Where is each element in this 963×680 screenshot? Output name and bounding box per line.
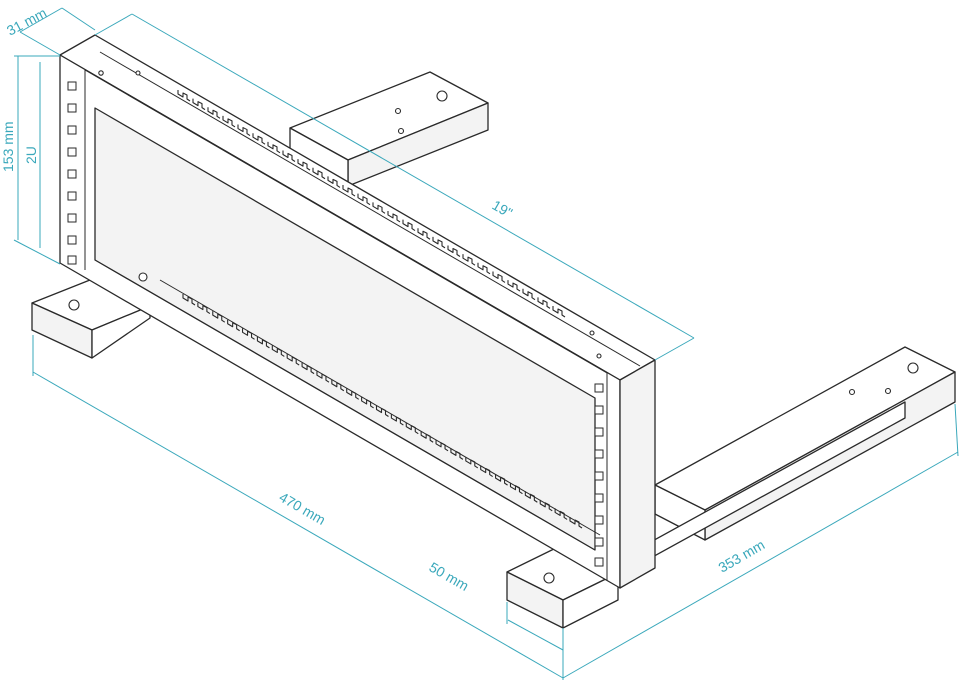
rail-slot <box>197 302 211 315</box>
foot-hole <box>397 127 405 135</box>
rail-slot <box>192 98 206 111</box>
rail-slot <box>297 159 311 171</box>
foot-hole <box>436 90 448 102</box>
foot-hole <box>848 388 856 396</box>
right-foot <box>654 346 956 541</box>
rail-slot <box>182 294 196 306</box>
rail-slot <box>316 371 330 383</box>
rail-slot <box>342 185 356 197</box>
rail-slot <box>417 228 431 240</box>
rail-slot <box>495 474 508 486</box>
rail-slot <box>207 107 221 119</box>
rail-slot <box>286 354 300 366</box>
rail-slot <box>509 482 523 495</box>
rail-slot <box>524 491 538 503</box>
rail-slot <box>465 456 479 469</box>
rail-slot <box>331 379 345 392</box>
rail-slot <box>462 254 476 266</box>
dim-depth-top-label: 31 mm <box>4 4 49 38</box>
dim-height-mm-label: 153 mm <box>0 121 16 172</box>
dim-foot-width-label: 50 mm <box>427 559 472 594</box>
rail-slot <box>450 448 464 460</box>
rail-slot <box>539 499 553 512</box>
rail-slot <box>447 245 461 257</box>
rail-slot <box>222 115 236 128</box>
foot-hole <box>884 387 892 395</box>
top-rail-slots <box>177 90 566 318</box>
rail-slot <box>327 176 341 188</box>
rail-slot <box>237 124 251 137</box>
foot-hole <box>907 362 919 374</box>
rail-slot <box>357 193 371 206</box>
rack-frame <box>59 34 656 589</box>
rail-slot <box>282 150 296 162</box>
rail-slot <box>402 219 416 232</box>
rail-slot <box>480 465 493 477</box>
rail-slot <box>492 271 506 283</box>
rail-slot <box>227 319 240 332</box>
rail-slot <box>405 422 419 435</box>
rail-slot <box>554 508 568 520</box>
rail-slot <box>372 202 386 214</box>
rail-slot <box>507 280 521 292</box>
rail-slot <box>256 336 270 349</box>
rail-slot <box>537 297 551 309</box>
rail-slot <box>212 311 226 323</box>
rail-slot <box>346 388 360 400</box>
rail-slot <box>477 262 491 275</box>
rail-slot <box>522 288 536 301</box>
rail-slot <box>241 328 255 340</box>
foot-hole <box>394 107 402 115</box>
dimension-lines <box>13 7 959 680</box>
dim-rack-width-label: 19" <box>490 197 516 221</box>
rail-slot <box>361 396 374 409</box>
front-foot <box>506 545 619 629</box>
right-post-holes <box>594 383 604 567</box>
rail-slot <box>271 345 285 357</box>
dim-length-label: 470 mm <box>277 489 329 528</box>
rail-slot <box>569 517 583 529</box>
rail-slot <box>420 431 434 443</box>
rail-slot <box>432 236 446 249</box>
rail-slot <box>375 405 389 417</box>
dim-height-units-label: 2U <box>23 146 39 164</box>
back-foot <box>289 71 489 187</box>
rail-slot <box>177 90 191 102</box>
ground-screw <box>138 272 148 282</box>
rail-slot <box>312 167 326 180</box>
left-post-holes <box>67 81 77 265</box>
rail-slot <box>301 362 315 375</box>
foot-hole <box>543 572 555 584</box>
rail-slot <box>552 306 566 318</box>
rail-slot <box>435 439 449 452</box>
rail-slot <box>252 133 266 145</box>
rail-slot <box>390 414 404 426</box>
rail-slot <box>267 141 281 154</box>
dim-depth-label: 353 mm <box>716 536 768 575</box>
foot-hole <box>68 299 80 311</box>
rail-slot <box>387 210 401 223</box>
bottom-rail-slots <box>182 294 583 529</box>
